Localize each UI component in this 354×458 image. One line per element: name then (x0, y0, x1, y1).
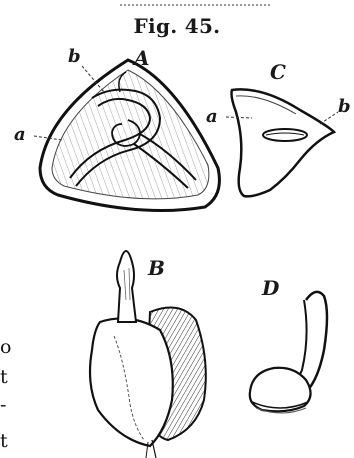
panel-c-callout-b: b (338, 98, 351, 116)
panel-a-drawing (34, 60, 219, 211)
panel-b-drawing (90, 251, 206, 458)
panel-c-label: C (270, 62, 286, 82)
panel-c-callout-a: a (206, 108, 218, 126)
margin-fragment: t (0, 432, 8, 451)
panel-a-callout-a: a (14, 126, 26, 144)
margin-fragment: o (0, 338, 11, 357)
panel-d-drawing (250, 292, 327, 413)
panel-a-callout-b: b (68, 48, 81, 66)
panel-d-label: D (262, 278, 279, 298)
panel-a-label: A (134, 48, 150, 68)
panel-b-label: B (148, 258, 165, 278)
panel-c-drawing (226, 89, 338, 196)
margin-fragment: t (0, 368, 8, 387)
margin-fragment: - (0, 396, 6, 415)
